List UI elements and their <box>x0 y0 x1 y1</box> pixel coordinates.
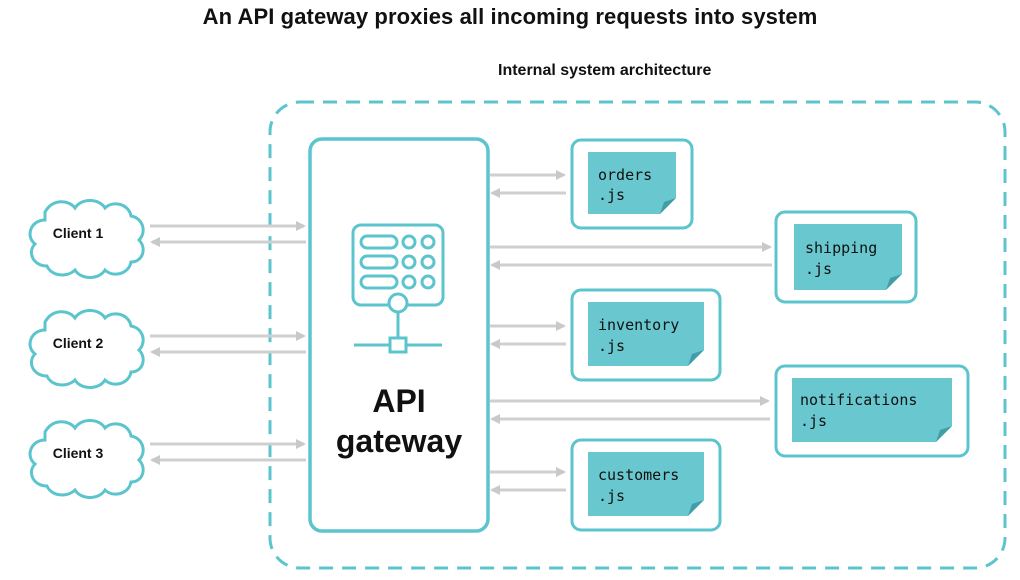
service-shipping: shipping .js <box>774 210 918 304</box>
file-icon <box>792 378 952 442</box>
client-2: Client 2 <box>28 309 145 389</box>
service-notifications: notifications .js <box>774 364 970 458</box>
service-orders-ext: .js <box>598 186 625 204</box>
service-orders: orders .js <box>570 138 694 230</box>
service-shipping-name: shipping <box>805 239 877 257</box>
client-1-label: Client 1 <box>53 225 104 241</box>
service-customers-name: customers <box>598 466 679 484</box>
server-icon <box>351 223 445 354</box>
service-shipping-ext: .js <box>805 260 832 278</box>
gateway-label-line1: API <box>372 383 425 419</box>
service-notifications-name: notifications <box>800 391 917 409</box>
file-icon <box>588 452 704 516</box>
service-inventory-ext: .js <box>598 337 625 355</box>
cloud-icon <box>28 199 145 279</box>
client-2-label: Client 2 <box>53 335 104 351</box>
diagram-title: An API gateway proxies all incoming requ… <box>202 4 818 29</box>
api-gateway: API gateway <box>308 137 490 533</box>
file-icon <box>794 224 902 290</box>
client-gateway-arrows <box>150 221 306 465</box>
gateway-label-line2: gateway <box>336 423 462 459</box>
cloud-icon <box>28 309 145 389</box>
service-inventory-name: inventory <box>598 316 679 334</box>
service-orders-name: orders <box>598 166 652 184</box>
client-3-label: Client 3 <box>53 445 104 461</box>
cloud-icon <box>28 419 145 499</box>
service-inventory: inventory .js <box>570 288 722 382</box>
service-customers: customers .js <box>570 438 722 532</box>
file-icon <box>588 302 704 366</box>
service-customers-ext: .js <box>598 487 625 505</box>
gateway-service-arrows <box>490 170 772 495</box>
client-3: Client 3 <box>28 419 145 499</box>
internal-architecture-label: Internal system architecture <box>498 62 712 79</box>
file-icon <box>588 152 676 214</box>
client-1: Client 1 <box>28 199 145 279</box>
service-notifications-ext: .js <box>800 412 827 430</box>
